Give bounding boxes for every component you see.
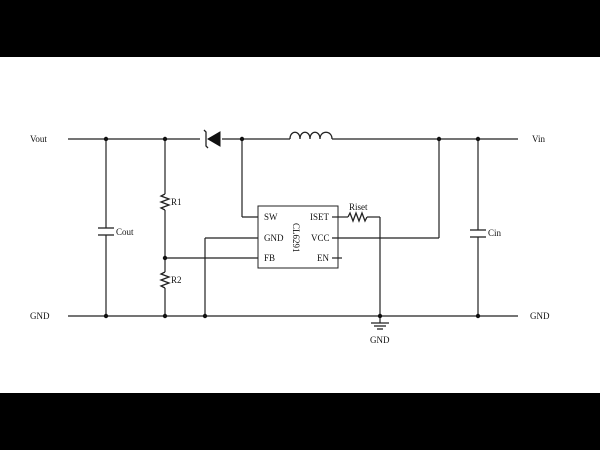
gnd-bottom-label: GND: [370, 335, 390, 345]
letterbox-bottom: [0, 393, 600, 450]
cin-label: Cin: [488, 228, 502, 238]
ic-body: [257, 205, 339, 269]
gnd-left-label: GND: [30, 311, 50, 321]
input-capacitor: [470, 139, 486, 316]
gnd-right-label: GND: [530, 311, 550, 321]
ic-part-name: CL6291: [291, 223, 301, 253]
inductor-icon: [289, 131, 333, 140]
letterbox-top: [0, 0, 600, 57]
junction-dots: [103, 136, 481, 319]
gnd-pin-net: [204, 237, 262, 316]
riset-net: [332, 211, 381, 316]
vcc-net: [332, 139, 440, 239]
ground-icon: [371, 316, 389, 330]
r1-label: R1: [171, 197, 182, 207]
pin-fb-label: FB: [264, 253, 275, 263]
pin-vcc-label: VCC: [311, 233, 330, 243]
output-capacitor: [98, 139, 114, 316]
vin-label: Vin: [532, 134, 545, 144]
feedback-divider: [159, 139, 171, 316]
riset-label: Riset: [349, 202, 368, 212]
pin-en-label: EN: [317, 253, 329, 263]
diode-icon: [203, 129, 221, 149]
pin-gnd-label: GND: [264, 233, 284, 243]
vout-label: Vout: [30, 134, 47, 144]
pin-sw-label: SW: [264, 212, 278, 222]
cout-label: Cout: [116, 227, 134, 237]
pin-iset-label: ISET: [310, 212, 330, 222]
r2-label: R2: [171, 275, 182, 285]
